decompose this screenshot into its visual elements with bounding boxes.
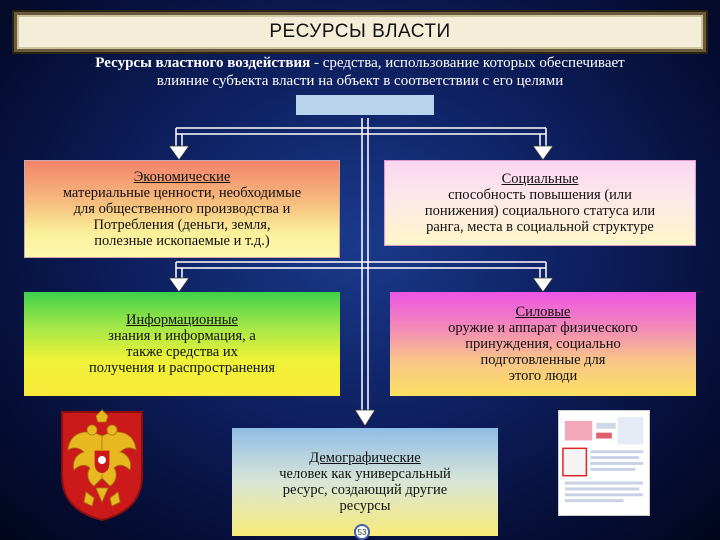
box-economic-line: полезные ископаемые и т.д.) <box>94 233 270 249</box>
box-informational: Информационные знания и информация, а та… <box>24 292 340 396</box>
arrow-head-left-mid <box>168 277 190 293</box>
definition-highlight <box>296 95 434 115</box>
box-economic-line: для общественного производства и <box>73 201 291 217</box>
box-economic-line: материальные ценности, необходимые <box>62 185 302 201</box>
arrow-head-left-top <box>168 145 190 161</box>
box-force: Силовые оружие и аппарат физического при… <box>390 292 696 396</box>
definition-text: Ресурсы властного воздействия - средства… <box>20 54 700 90</box>
box-demographic-line: человек как универсальный <box>279 466 451 482</box>
page-number: 53 <box>357 527 367 537</box>
box-demographic: Демографические человек как универсальны… <box>232 428 498 536</box>
title-bar: РЕСУРСЫ ВЛАСТИ <box>14 12 706 52</box>
russian-coat-of-arms-icon <box>61 409 143 522</box>
box-economic-head: Экономические <box>133 169 231 185</box>
box-demographic-line: ресурс, создающий другие <box>282 482 448 498</box>
arrow-head-right-top <box>532 145 554 161</box>
box-economic-line: Потребления (деньги, земля, <box>93 217 271 233</box>
box-demographic-head: Демографические <box>309 450 421 466</box>
box-force-line: подготовленные для <box>480 352 606 368</box>
box-social-line: понижения) социального статуса или <box>424 203 656 219</box>
box-force-line: этого люди <box>508 368 578 384</box>
arrow-head-right-mid <box>532 277 554 293</box>
box-informational-line: получения и распространения <box>89 360 275 376</box>
box-force-head: Силовые <box>515 304 571 320</box>
definition-line1: - средства, использование которых обеспе… <box>310 55 625 71</box>
box-social-line: способность повышения (или <box>448 187 632 203</box>
document-thumbnail-icon <box>558 410 650 516</box>
box-economic: Экономические материальные ценности, нео… <box>24 160 340 258</box>
box-demographic-line: ресурсы <box>339 498 391 514</box>
definition-term: Ресурсы властного воздействия <box>95 55 311 71</box>
box-informational-head: Информационные <box>126 312 238 328</box>
page-number-badge: 53 <box>354 524 370 540</box>
box-social: Социальные способность повышения (или по… <box>384 160 696 246</box>
page-title: РЕСУРСЫ ВЛАСТИ <box>269 21 451 42</box>
box-informational-line: знания и информация, а <box>108 328 256 344</box>
box-force-line: принуждения, социально <box>465 336 621 352</box>
box-force-line: оружие и аппарат физического <box>448 320 638 336</box>
box-informational-line: также средства их <box>126 344 238 360</box>
box-social-head: Социальные <box>501 171 579 187</box>
definition-line2: влияние субъекта власти на объект в соот… <box>156 73 564 89</box>
box-social-line: ранга, места в социальной структуре <box>426 219 654 235</box>
arrow-head-bottom <box>354 409 376 427</box>
